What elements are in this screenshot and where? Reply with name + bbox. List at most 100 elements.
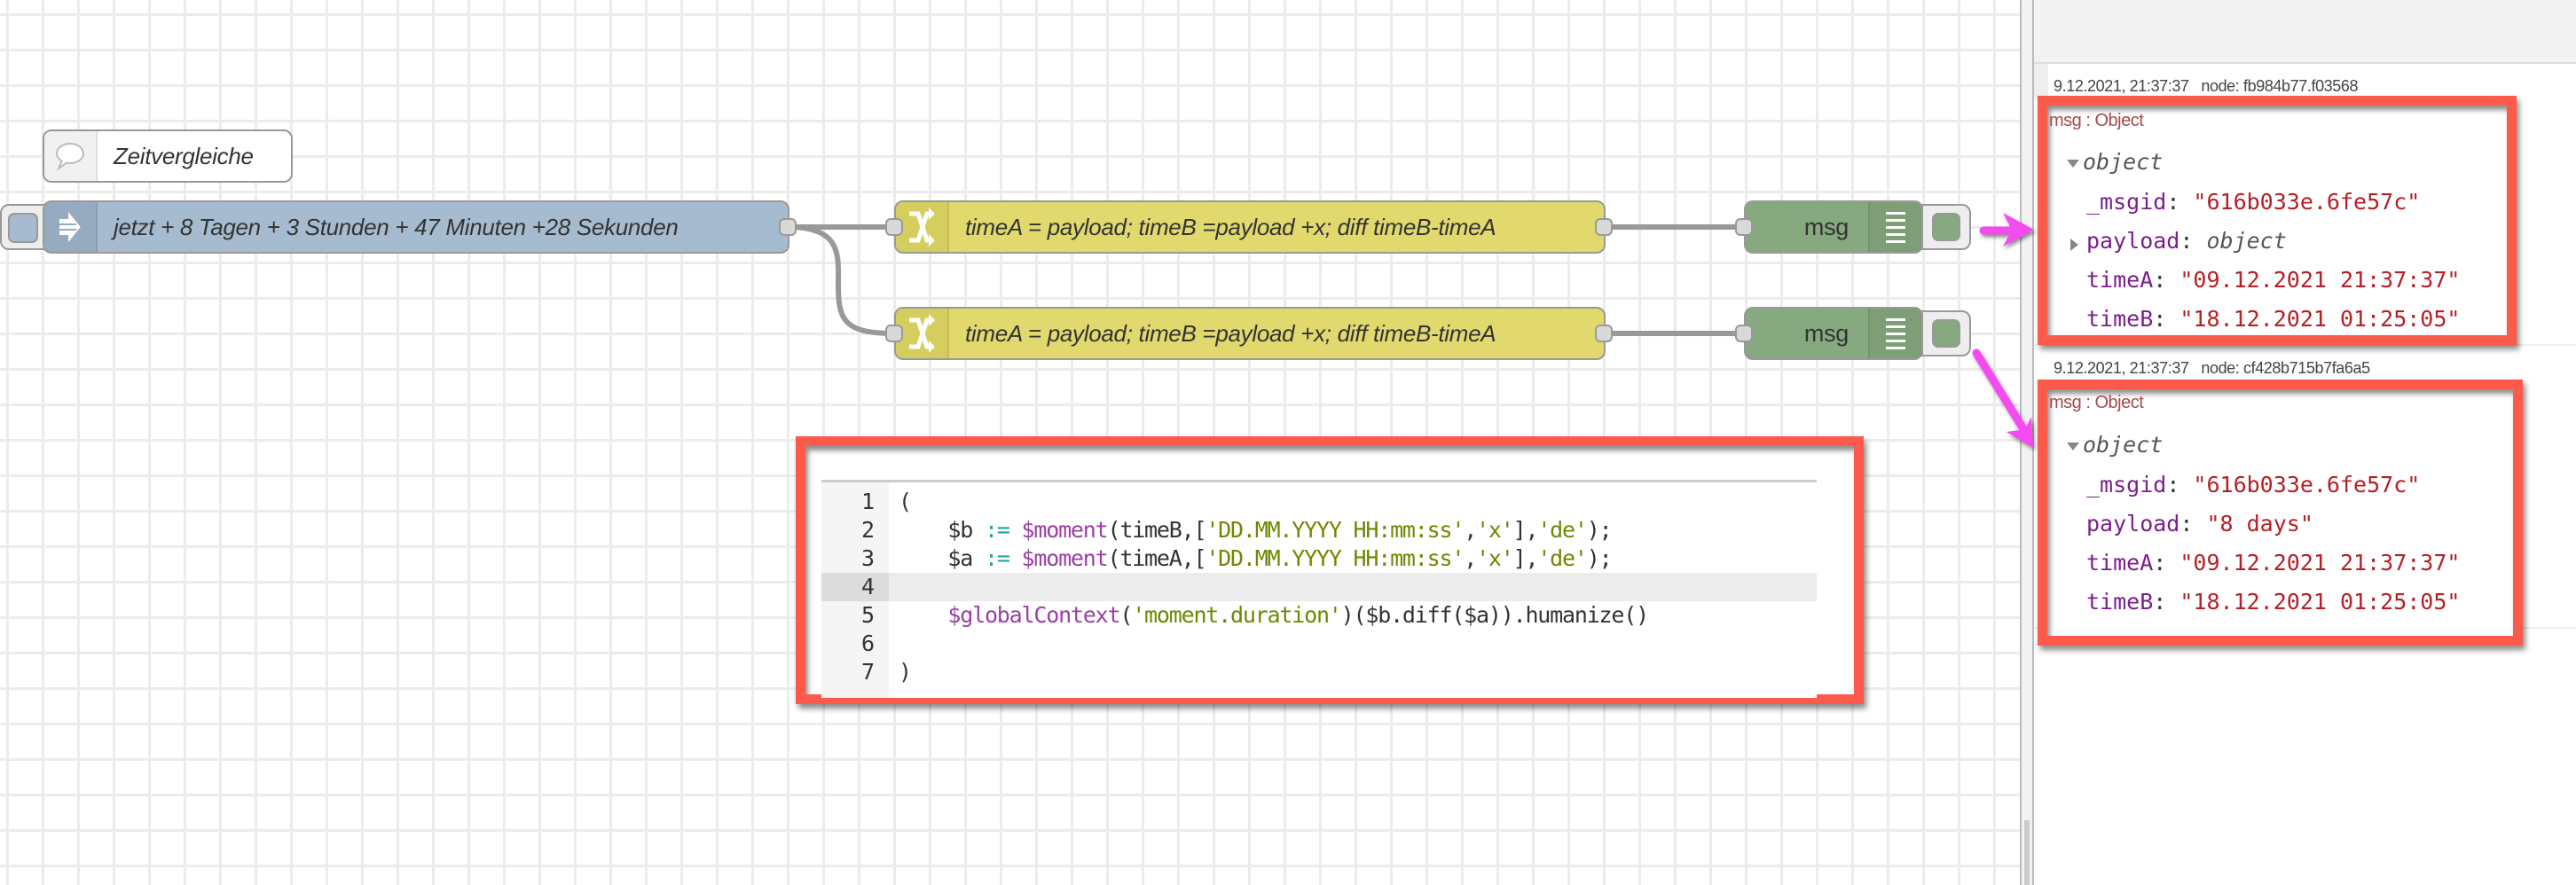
- tree-root[interactable]: object: [2083, 149, 2164, 175]
- debug-node-1[interactable]: msg: [1744, 200, 1923, 254]
- debug-list-icon: [1886, 318, 1905, 349]
- property-value: "18.12.2021 01:25:05": [2179, 589, 2461, 615]
- debug-highlight-box-1: [2038, 96, 2517, 345]
- inject-output-port[interactable]: [779, 218, 797, 236]
- comment-icon: [56, 143, 84, 171]
- property-row: timeA: "09.12.2021 21:37:37": [2086, 267, 2460, 293]
- code-token-var: (: [1119, 602, 1133, 628]
- change-1-input-port[interactable]: [885, 218, 903, 236]
- code-token-var: $b: [899, 517, 985, 543]
- change-icon-area: [896, 202, 949, 252]
- change-2-input-port[interactable]: [885, 325, 903, 342]
- property-key: timeA: [2086, 267, 2154, 293]
- debug-2-input-port[interactable]: [1735, 325, 1753, 342]
- debug-highlight-box-2: [2038, 380, 2523, 646]
- property-row: _msgid: "616b033e.6fe57c": [2086, 472, 2420, 497]
- change-node-label: timeA = payload; timeB =payload +x; diff…: [965, 319, 1496, 347]
- code-line[interactable]: 3 $a := $moment(timeA,['DD.MM.YYYY HH:mm…: [821, 544, 1817, 573]
- property-row: timeB: "18.12.2021 01:25:05": [2086, 589, 2460, 615]
- message-separator: [2034, 344, 2576, 346]
- property-value: "616b033e.6fe57c": [2193, 189, 2421, 215]
- property-value: "09.12.2021 21:37:37": [2179, 550, 2461, 576]
- expand-caret-icon[interactable]: [2067, 160, 2079, 168]
- change-2-output-port[interactable]: [1595, 325, 1613, 342]
- code-token-var: );: [1586, 517, 1613, 543]
- property-value: "8 days": [2206, 511, 2313, 536]
- line-number: 4: [821, 573, 889, 601]
- debug-1-input-port[interactable]: [1735, 218, 1753, 236]
- msg-type-label: msg : Object: [2049, 393, 2144, 412]
- change-shuffle-icon: [909, 208, 935, 247]
- code-token-var: ],: [1512, 517, 1539, 543]
- code-token-fn: $moment: [1021, 545, 1109, 571]
- property-colon: :: [2153, 550, 2180, 576]
- property-colon: :: [2153, 267, 2180, 293]
- wire-inject-to-change-2[interactable]: [788, 224, 895, 336]
- expand-caret-icon[interactable]: [2067, 442, 2079, 450]
- property-colon: :: [2153, 589, 2180, 615]
- code-token-var: [899, 602, 947, 628]
- code-text: $b := $moment(timeB,['DD.MM.YYYY HH:mm:s…: [899, 516, 1613, 544]
- code-token-op: :=: [984, 545, 1010, 571]
- property-key: payload: [2086, 228, 2180, 254]
- scrollbar-thumb[interactable]: [2024, 820, 2030, 885]
- property-value: "616b033e.6fe57c": [2193, 472, 2421, 497]
- property-colon: :: [2179, 511, 2207, 536]
- property-colon: :: [2153, 306, 2180, 332]
- property-row[interactable]: payload: object: [2086, 228, 2287, 254]
- property-key: timeA: [2086, 550, 2154, 576]
- code-token-var: ,: [1464, 517, 1477, 543]
- code-token-var: $a: [899, 545, 985, 571]
- code-token-str: 'de': [1537, 545, 1588, 571]
- property-value: "18.12.2021 01:25:05": [2179, 306, 2461, 332]
- jsonata-code-editor[interactable]: 1(2 $b := $moment(timeB,['DD.MM.YYYY HH:…: [821, 480, 1817, 698]
- code-text: ): [899, 658, 912, 686]
- change-node-2[interactable]: timeA = payload; timeB =payload +x; diff…: [894, 307, 1606, 360]
- inject-node[interactable]: jetzt + 8 Tagen + 3 Stunden + 47 Minuten…: [43, 200, 789, 254]
- line-number: 6: [860, 630, 875, 656]
- sidebar-splitter[interactable]: [2020, 0, 2034, 885]
- debug-message-1[interactable]: 9.12.2021, 21:37:37 node: fb984b77.f0356…: [2034, 64, 2576, 346]
- property-colon: :: [2166, 189, 2194, 215]
- property-value: "09.12.2021 21:37:37": [2179, 267, 2461, 293]
- change-shuffle-icon: [909, 314, 935, 353]
- debug-2-toggle-button[interactable]: [1921, 310, 1971, 356]
- property-colon: :: [2166, 472, 2194, 497]
- debug-node-2[interactable]: msg: [1744, 307, 1923, 360]
- property-row: timeB: "18.12.2021 01:25:05": [2086, 306, 2460, 332]
- code-line[interactable]: 4: [821, 573, 1817, 601]
- change-1-output-port[interactable]: [1595, 218, 1613, 236]
- expand-caret-icon[interactable]: [2070, 239, 2078, 251]
- code-token-var: ],: [1512, 545, 1539, 571]
- change-icon-area: [896, 309, 949, 358]
- change-node-1[interactable]: timeA = payload; timeB =payload +x; diff…: [894, 200, 1606, 254]
- code-line[interactable]: 1(: [821, 488, 1817, 516]
- inject-trigger-button[interactable]: [0, 204, 46, 250]
- code-token-str: 'DD.MM.YYYY HH:mm:ss': [1206, 545, 1465, 571]
- property-key: payload: [2086, 511, 2180, 536]
- code-line[interactable]: 6: [821, 630, 1817, 658]
- message-gutter: [2034, 64, 2048, 99]
- code-line[interactable]: 2 $b := $moment(timeB,['DD.MM.YYYY HH:mm…: [821, 516, 1817, 544]
- code-token-str: 'DD.MM.YYYY HH:mm:ss': [1206, 517, 1465, 543]
- debug-list-icon: [1886, 212, 1905, 243]
- code-token-fn: $moment: [1021, 517, 1109, 543]
- code-token-var: );: [1586, 545, 1613, 571]
- code-token-str: 'de': [1537, 517, 1588, 543]
- debug-1-toggle-button[interactable]: [1921, 204, 1971, 250]
- message-meta: 9.12.2021, 21:37:37 node: fb984b77.f0356…: [2054, 77, 2359, 95]
- debug-icon-area: [1868, 202, 1921, 252]
- code-token-str: 'x': [1476, 545, 1514, 571]
- code-line[interactable]: 5 $globalContext('moment.duration')($b.d…: [821, 601, 1817, 630]
- debug-message-2[interactable]: 9.12.2021, 21:37:37 node: cf428b715b7fa6…: [2034, 346, 2576, 630]
- property-row: payload: "8 days": [2086, 511, 2313, 536]
- code-line[interactable]: 7): [821, 658, 1817, 686]
- tree-root[interactable]: object: [2083, 432, 2164, 458]
- comment-node[interactable]: Zeitvergleiche: [43, 129, 293, 183]
- code-token-var: (timeB,[: [1107, 517, 1207, 543]
- message-meta: 9.12.2021, 21:37:37 node: cf428b715b7fa6…: [2054, 359, 2370, 377]
- code-token-var: (: [899, 489, 912, 514]
- comment-node-label: Zeitvergleiche: [114, 142, 254, 169]
- code-token-op: :=: [984, 517, 1010, 543]
- inject-arrow-icon: [58, 208, 83, 247]
